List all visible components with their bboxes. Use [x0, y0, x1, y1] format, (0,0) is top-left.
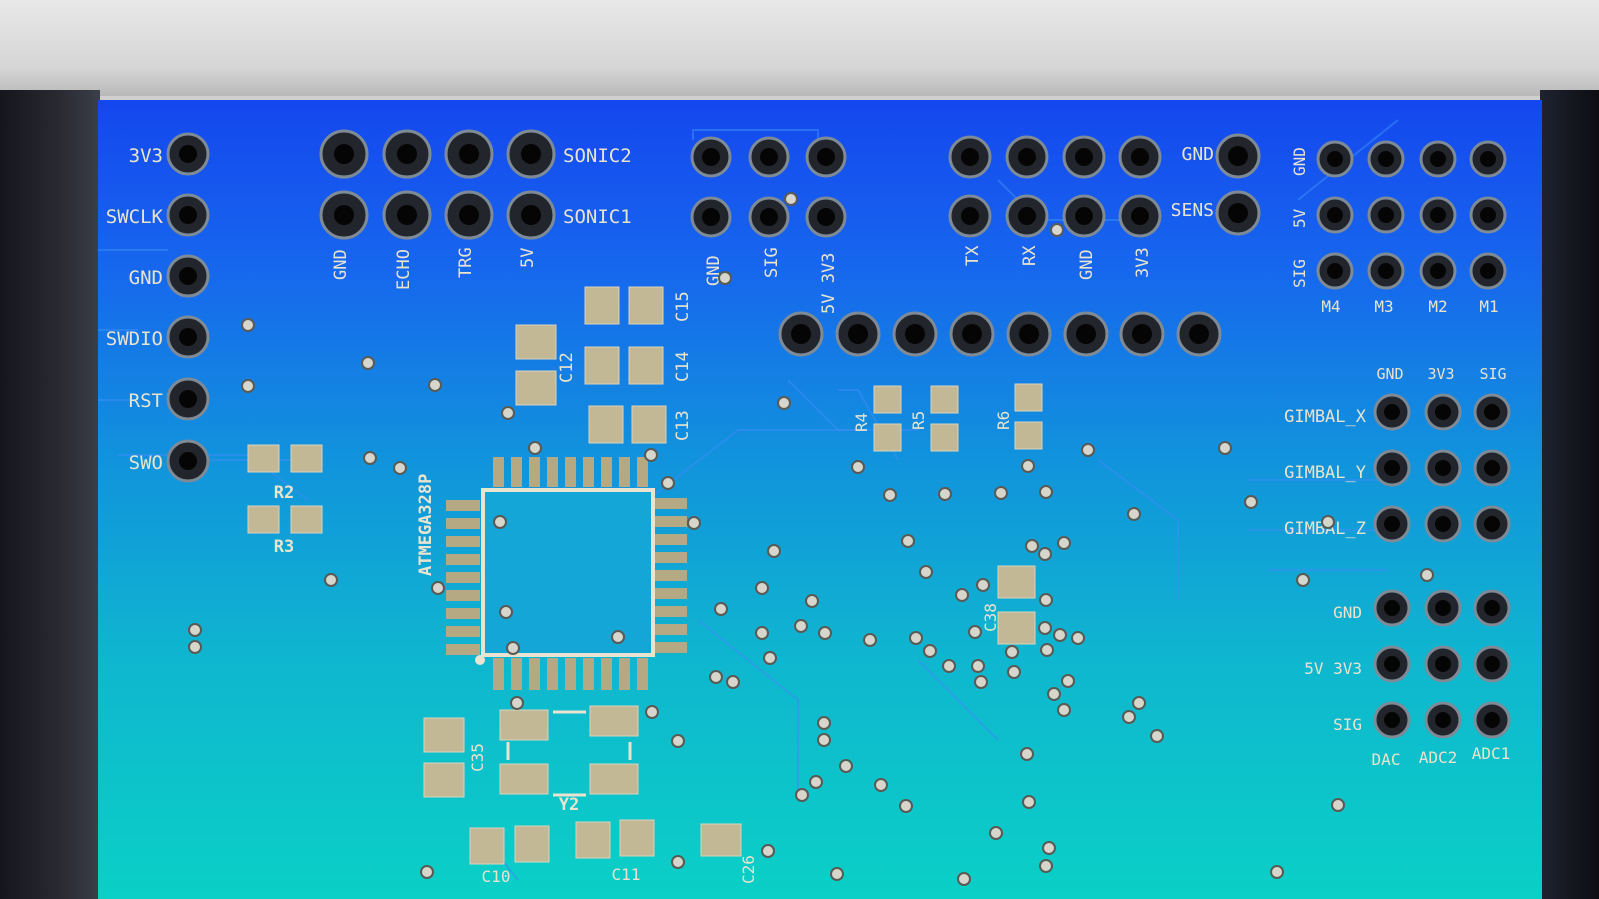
- uart-header: TX RX GND 3V3: [948, 135, 1162, 280]
- pin-rst: RST: [129, 377, 210, 421]
- pin-gnd-left: GND: [129, 254, 210, 298]
- label-y2: Y2: [559, 795, 579, 815]
- sens-label-gnd: GND: [1181, 144, 1214, 165]
- uart-pin-tx: TX: [963, 245, 983, 266]
- monitor-bezel-right: [1540, 90, 1599, 899]
- pin-label-gnd: GND: [129, 267, 163, 289]
- sens-label-sens: SENS: [1171, 200, 1214, 221]
- servo-pin-sig: SIG: [762, 247, 782, 278]
- monitor-top-background: [0, 0, 1599, 96]
- gimbal-col-3v3: 3V3: [1427, 365, 1454, 383]
- sens-header: GND SENS: [1171, 133, 1261, 236]
- adc-row-gnd: GND: [1333, 603, 1362, 622]
- atmega328p-chip: ATMEGA328P: [416, 457, 687, 690]
- sonic2-label: SONIC2: [563, 145, 632, 167]
- sonic-pin-gnd: GND: [331, 249, 351, 280]
- pin-swdio: SWDIO: [106, 315, 210, 359]
- resistors-middle: R4 R5 R6: [852, 383, 1043, 452]
- label-r4: R4: [852, 413, 871, 432]
- monitor-bezel-left: [0, 90, 100, 899]
- sonic1-row: SONIC1: [319, 190, 632, 240]
- chip-label: ATMEGA328P: [416, 474, 436, 576]
- adc-col-adc2: ADC2: [1419, 748, 1458, 767]
- label-r3: R3: [274, 537, 294, 557]
- pcb-layout: 3V3 SWCLK GND SWDIO RST SWO SON: [98, 119, 1511, 886]
- label-c11: C11: [612, 865, 641, 884]
- cap-cluster-top: C15 C14 C13 C12: [515, 286, 693, 444]
- gimbal-header: GND 3V3 SIG GIMBAL_X GIMBAL_Y GIMBAL_Z: [1284, 365, 1511, 543]
- sonic2-row: SONIC2: [319, 129, 632, 179]
- sonic1-label: SONIC1: [563, 206, 632, 228]
- sonic-headers: SONIC2 SONIC1 GND ECHO TRG 5V: [319, 129, 632, 290]
- motor-row-gnd: GND: [1290, 147, 1309, 176]
- pin-label-rst: RST: [129, 390, 163, 412]
- pin-swclk: SWCLK: [106, 193, 210, 237]
- sonic-pin-5v: 5V: [518, 248, 538, 268]
- crystal-y2: C35 Y2: [423, 705, 639, 815]
- servo-header: GND SIG 5V 3V3: [690, 136, 847, 314]
- adc-col-dac: DAC: [1372, 750, 1401, 769]
- gimbal-y-label: GIMBAL_Y: [1284, 463, 1366, 483]
- motor-row-sig: SIG: [1290, 259, 1309, 288]
- label-c12: C12: [557, 352, 577, 383]
- label-r2: R2: [274, 483, 294, 503]
- pin-label-swclk: SWCLK: [106, 206, 164, 228]
- sonic-pin-trg: TRG: [456, 247, 476, 278]
- pin-label-3v3: 3V3: [129, 145, 163, 167]
- eight-pin-row: [778, 311, 1222, 357]
- uart-pin-3v3: 3V3: [1133, 247, 1153, 278]
- sonic-pin-echo: ECHO: [394, 249, 414, 290]
- cap-cluster-bottom: C10 C11 C26: [469, 819, 758, 886]
- gimbal-x-label: GIMBAL_X: [1284, 407, 1367, 427]
- motor-col-m4: M4: [1321, 297, 1340, 316]
- uart-pin-gnd: GND: [1077, 249, 1097, 280]
- label-c14: C14: [673, 351, 693, 382]
- motor-col-m2: M2: [1428, 297, 1447, 316]
- gimbal-col-gnd: GND: [1376, 365, 1403, 383]
- label-r6: R6: [994, 411, 1013, 430]
- motor-col-m1: M1: [1479, 297, 1498, 316]
- pin-label-swdio: SWDIO: [106, 328, 163, 350]
- label-r5: R5: [909, 411, 928, 430]
- via-layer: [188, 192, 1434, 886]
- motor-row-5v: 5V: [1290, 208, 1309, 228]
- uart-pin-rx: RX: [1020, 245, 1040, 266]
- pin-label-swo: SWO: [129, 452, 163, 474]
- adc-header: GND 5V 3V3 SIG DAC ADC2 ADC1: [1304, 589, 1511, 769]
- motor-header: GND 5V SIG M4 M3 M2 M1: [1290, 140, 1507, 316]
- pin-swo: SWO: [129, 439, 210, 483]
- servo-pin-power: 5V 3V3: [819, 253, 839, 314]
- cap-c38: C38: [981, 565, 1036, 645]
- adc-col-adc1: ADC1: [1472, 744, 1511, 763]
- adc-row-power: 5V 3V3: [1304, 659, 1362, 678]
- label-c35: C35: [468, 743, 487, 772]
- adc-row-sig: SIG: [1333, 715, 1362, 734]
- gimbal-z-label: GIMBAL_Z: [1284, 519, 1366, 539]
- pin-3v3: 3V3: [129, 132, 210, 176]
- motor-col-m3: M3: [1374, 297, 1393, 316]
- gimbal-col-sig: SIG: [1479, 365, 1506, 383]
- label-c10: C10: [482, 867, 511, 886]
- label-c13: C13: [673, 410, 693, 441]
- left-debug-header: 3V3 SWCLK GND SWDIO RST SWO: [106, 132, 210, 483]
- resistors-left: R2 R3: [247, 444, 323, 557]
- label-c26: C26: [739, 855, 758, 884]
- label-c38: C38: [981, 603, 1000, 632]
- label-c15: C15: [673, 291, 693, 322]
